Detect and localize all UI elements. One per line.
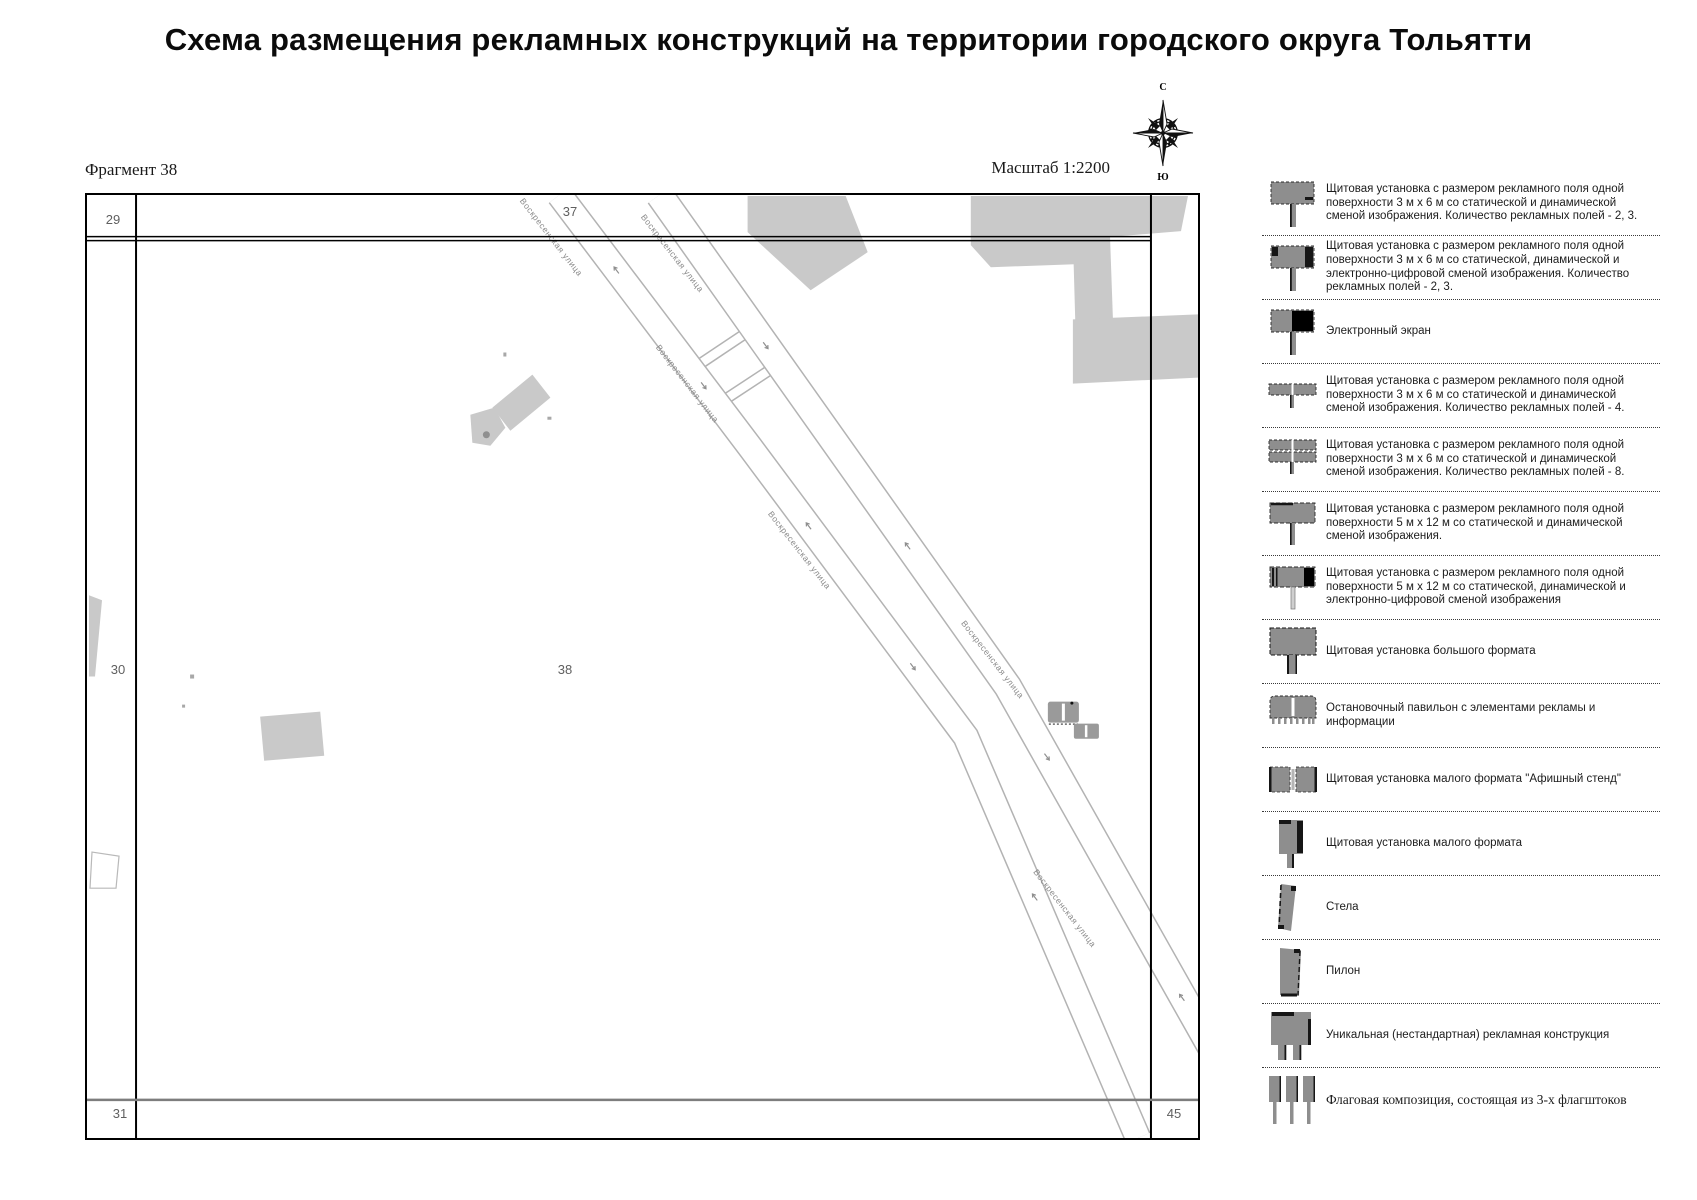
- unique-construction-icon: [1262, 1009, 1326, 1063]
- grid-number-37: 37: [562, 204, 578, 219]
- legend: Щитовая установка с размером рекламного …: [1262, 172, 1660, 1132]
- building: [970, 196, 1188, 268]
- road-a-casing: [548, 195, 1151, 1138]
- legend-item-label: Остановочный павильон с элементами рекла…: [1326, 701, 1596, 728]
- legend-item: Щитовая установка большого формата: [1262, 620, 1660, 684]
- legend-item-label: Щитовая установка с размером рекламного …: [1326, 566, 1626, 607]
- billboard-large-format-icon: [1262, 625, 1326, 679]
- direction-arrows: [613, 266, 1185, 1002]
- building: [747, 196, 868, 291]
- legend-item-label: Щитовая установка с размером рекламного …: [1326, 239, 1630, 294]
- legend-item: Щитовая установка с размером рекламного …: [1262, 492, 1660, 556]
- road-a-surface: [549, 195, 1149, 1138]
- road-b-surface: [648, 195, 1198, 1051]
- grid-number-45: 45: [1166, 1106, 1182, 1121]
- grid-lines: [87, 195, 1198, 1138]
- stela-icon: [1262, 881, 1326, 935]
- legend-item-label: Щитовая установка с размером рекламного …: [1326, 438, 1625, 479]
- legend-item: Щитовая установка малого формата "Афишны…: [1262, 748, 1660, 812]
- flag-composition-icon: [1262, 1073, 1326, 1127]
- map-pavilion-icon: [1047, 701, 1079, 725]
- billboard-3x6-digital-icon: [1262, 241, 1326, 295]
- compass-rose-icon: С Ю: [1132, 82, 1194, 183]
- grid-number-29: 29: [105, 212, 121, 227]
- electronic-screen-icon: [1262, 305, 1326, 359]
- legend-item: Пилон: [1262, 940, 1660, 1004]
- parcel-outline: [89, 851, 120, 889]
- legend-item: Стела: [1262, 876, 1660, 940]
- legend-item: Щитовая установка с размером рекламного …: [1262, 364, 1660, 428]
- legend-item-label: Стела: [1326, 900, 1359, 913]
- legend-item-label: Щитовая установка малого формата: [1326, 836, 1523, 849]
- building-footprints: [89, 196, 1198, 889]
- billboard-3x6-static-icon: [1262, 177, 1326, 231]
- map-specks: [182, 352, 552, 708]
- billboard-3x6-8fields-icon: [1262, 433, 1326, 487]
- page-title: Схема размещения рекламных конструкций н…: [164, 22, 1533, 57]
- legend-item: Щитовая установка с размером рекламного …: [1262, 428, 1660, 492]
- grid-number-31: 31: [112, 1106, 128, 1121]
- map-canvas: Воскресенская улица Воскресенская улица …: [87, 195, 1198, 1138]
- scale-label: Масштаб 1:2200: [991, 158, 1110, 177]
- legend-item-label: Флаговая композиция, состоящая из 3-х фл…: [1326, 1091, 1627, 1107]
- building: [260, 711, 325, 761]
- afisha-stand-icon: [1262, 753, 1326, 807]
- legend-item: Щитовая установка с размером рекламного …: [1262, 556, 1660, 620]
- compass-south-label: Ю: [1157, 172, 1168, 183]
- small-format-billboard-icon: [1262, 817, 1326, 871]
- legend-item-label: Щитовая установка с размером рекламного …: [1326, 502, 1625, 543]
- map-pavilion-icon: [1073, 723, 1099, 739]
- legend-item-label: Щитовая установка с размером рекламного …: [1326, 182, 1638, 223]
- building-mark: [482, 431, 490, 439]
- building: [470, 407, 506, 446]
- compass-north-label: С: [1159, 82, 1166, 93]
- legend-item: Щитовая установка малого формата: [1262, 812, 1660, 876]
- bus-pavilion-icon: [1262, 689, 1326, 743]
- building: [89, 595, 103, 677]
- legend-item: Флаговая композиция, состоящая из 3-х фл…: [1262, 1068, 1660, 1132]
- legend-item-label: Щитовая установка большого формата: [1326, 644, 1536, 657]
- grid-number-30: 30: [110, 662, 126, 677]
- legend-item: Щитовая установка с размером рекламного …: [1262, 236, 1660, 300]
- legend-item-label: Пилон: [1326, 964, 1361, 977]
- fragment-label: Фрагмент 38: [85, 160, 178, 179]
- legend-item-label: Уникальная (нестандартная) рекламная кон…: [1326, 1028, 1610, 1041]
- building: [492, 374, 551, 431]
- building: [1072, 314, 1198, 384]
- billboard-5x12-static-icon: [1262, 497, 1326, 551]
- map-fragment-38: Воскресенская улица Воскресенская улица …: [85, 193, 1200, 1140]
- legend-item-label: Щитовая установка с размером рекламного …: [1326, 374, 1625, 415]
- billboard-3x6-4fields-icon: [1262, 369, 1326, 423]
- legend-item-label: Электронный экран: [1326, 324, 1431, 337]
- billboard-5x12-digital-icon: [1262, 561, 1326, 615]
- pylon-icon: [1262, 945, 1326, 999]
- legend-item: Остановочный павильон с элементами рекла…: [1262, 684, 1660, 748]
- grid-number-38: 38: [557, 662, 573, 677]
- legend-item: Уникальная (нестандартная) рекламная кон…: [1262, 1004, 1660, 1068]
- legend-item: Щитовая установка с размером рекламного …: [1262, 172, 1660, 236]
- legend-item-label: Щитовая установка малого формата "Афишны…: [1326, 772, 1621, 785]
- legend-item: Электронный экран: [1262, 300, 1660, 364]
